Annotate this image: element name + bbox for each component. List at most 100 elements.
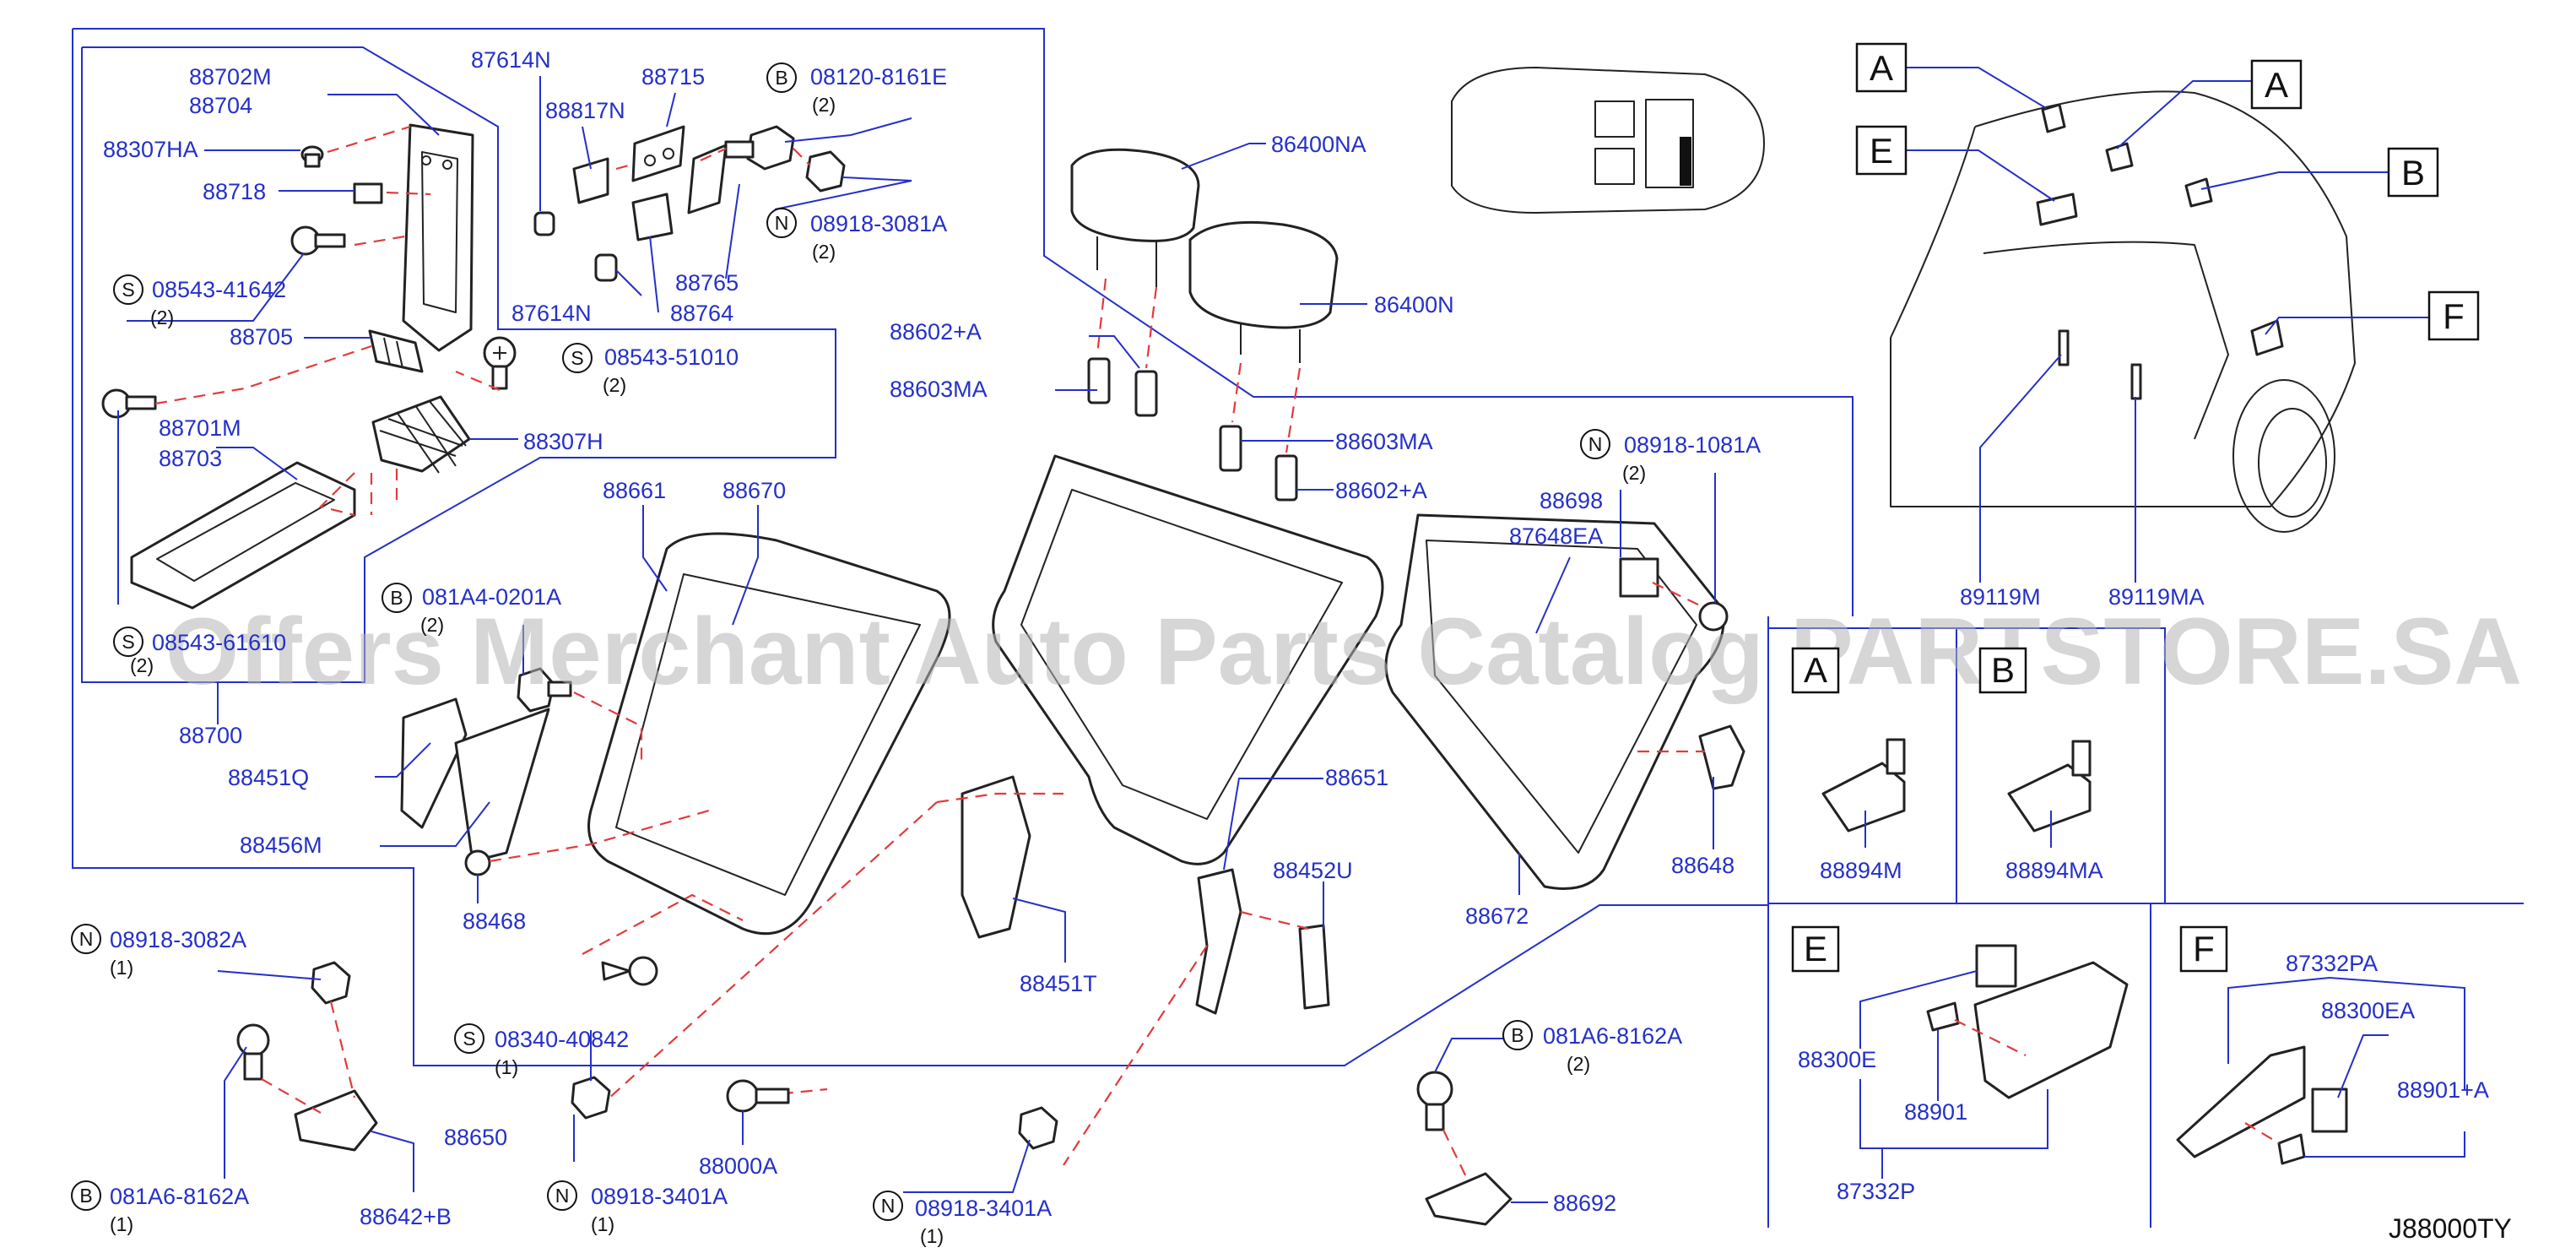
label-88602A-left[interactable]: 88602+A xyxy=(890,319,982,344)
label-89119M[interactable]: 89119M xyxy=(1960,584,2041,610)
label-08340-40842[interactable]: 08340-40842 xyxy=(495,1027,629,1052)
label-88692[interactable]: 88692 xyxy=(1553,1191,1616,1216)
label-081A6-8162A-left[interactable]: 081A6-8162A xyxy=(110,1184,249,1209)
clip-F-icon xyxy=(2250,319,2284,356)
label-88452U[interactable]: 88452U xyxy=(1273,858,1353,883)
label-88307HA[interactable]: 88307HA xyxy=(103,137,198,162)
label-88603MA-left[interactable]: 88603MA xyxy=(890,377,988,402)
label-081A6-8162A-right[interactable]: 081A6-8162A xyxy=(1543,1023,1682,1049)
label-88764[interactable]: 88764 xyxy=(670,301,733,326)
label-88701M[interactable]: 88701M xyxy=(159,415,241,441)
label-08543-51010[interactable]: 08543-51010 xyxy=(604,344,739,370)
label-88704[interactable]: 88704 xyxy=(189,93,252,118)
label-08543-61610[interactable]: 08543-61610 xyxy=(152,630,286,655)
label-88715[interactable]: 88715 xyxy=(641,64,705,90)
label-88894M[interactable]: 88894M xyxy=(1820,858,1902,883)
callout-boxes: A A E B F A B E F xyxy=(1791,42,2480,973)
leader xyxy=(615,269,642,296)
net-mesh xyxy=(379,399,467,474)
qty-08918-3401A-mid: (1) xyxy=(920,1225,944,1247)
label-88603MA-right[interactable]: 88603MA xyxy=(1335,429,1433,454)
label-88642B[interactable]: 88642+B xyxy=(360,1204,452,1229)
label-88894MA[interactable]: 88894MA xyxy=(2005,858,2103,883)
label-89119MA[interactable]: 89119MA xyxy=(2108,584,2205,610)
label-88300E[interactable]: 88300E xyxy=(1798,1047,1876,1072)
label-08918-3401A-left[interactable]: 08918-3401A xyxy=(591,1184,728,1209)
qty-081A6-8162A-right: (2) xyxy=(1567,1053,1590,1075)
label-87648EA[interactable]: 87648EA xyxy=(1509,523,1603,549)
label-88703[interactable]: 88703 xyxy=(159,446,222,471)
inset-letter-e: E xyxy=(1804,929,1827,968)
callout-box-a xyxy=(1855,42,1908,93)
b-prefix-letter: B xyxy=(775,67,787,89)
label-88672[interactable]: 88672 xyxy=(1465,903,1529,929)
label-88901A[interactable]: 88901+A xyxy=(2397,1077,2489,1103)
leader xyxy=(903,1139,1031,1193)
label-88300EA[interactable]: 88300EA xyxy=(2321,998,2415,1023)
label-88702M[interactable]: 88702M xyxy=(189,64,272,90)
label-88307H[interactable]: 88307H xyxy=(523,429,603,454)
label-88817N[interactable]: 88817N xyxy=(545,98,625,123)
label-08918-3081A[interactable]: 08918-3081A xyxy=(810,211,947,236)
leader xyxy=(380,801,490,847)
n-prefix-letter: N xyxy=(79,928,94,950)
nut-08918-3401A-icon xyxy=(571,1076,611,1120)
hidden-line xyxy=(615,162,636,171)
label-88700[interactable]: 88700 xyxy=(179,723,242,748)
wheel-arch xyxy=(2232,379,2335,533)
bracket-88764 xyxy=(631,193,674,241)
label-081A4-0201A[interactable]: 081A4-0201A xyxy=(422,584,561,610)
n-prefix-icon xyxy=(1580,429,1610,459)
qty-081A4-0201A: (2) xyxy=(420,614,444,636)
label-86400N[interactable]: 86400N xyxy=(1374,292,1454,317)
label-88651[interactable]: 88651 xyxy=(1325,765,1388,790)
label-08918-3082A[interactable]: 08918-3082A xyxy=(110,927,246,952)
label-87332PA[interactable]: 87332PA xyxy=(2286,951,2378,976)
label-88705[interactable]: 88705 xyxy=(230,324,293,350)
inset-box-e xyxy=(1791,925,1840,973)
leader xyxy=(1089,335,1140,369)
label-88648[interactable]: 88648 xyxy=(1671,853,1734,878)
label-88650[interactable]: 88650 xyxy=(444,1125,507,1150)
label-88765[interactable]: 88765 xyxy=(675,270,739,296)
label-88698[interactable]: 88698 xyxy=(1540,488,1603,513)
leader xyxy=(216,447,298,480)
hidden-line xyxy=(590,801,938,1115)
label-08918-3401A-mid[interactable]: 08918-3401A xyxy=(915,1196,1052,1221)
callout-box-e xyxy=(1855,125,1908,176)
label-88901[interactable]: 88901 xyxy=(1904,1099,1967,1125)
label-88451Q[interactable]: 88451Q xyxy=(228,765,309,790)
leader xyxy=(582,126,592,170)
label-87614N-top[interactable]: 87614N xyxy=(471,47,551,73)
bracket-88300E xyxy=(1973,961,2129,1099)
label-88670[interactable]: 88670 xyxy=(722,478,786,503)
s-prefix-letter: S xyxy=(122,631,134,653)
label-08120-8161E[interactable]: 08120-8161E xyxy=(810,64,947,90)
hidden-line xyxy=(318,472,355,517)
label-88661[interactable]: 88661 xyxy=(603,478,666,503)
leader xyxy=(1012,898,1066,963)
label-88602A-right[interactable]: 88602+A xyxy=(1335,478,1427,503)
label-87614N-bot[interactable]: 87614N xyxy=(511,301,592,326)
headrest-guide-icon xyxy=(1274,454,1298,502)
label-87332P[interactable]: 87332P xyxy=(1837,1179,1915,1204)
label-88456M[interactable]: 88456M xyxy=(240,833,322,858)
part-labels: 88702M 88704 88307HA 88718 08543-41642 (… xyxy=(103,47,2489,1247)
hidden-line xyxy=(573,692,643,760)
label-88000A[interactable]: 88000A xyxy=(699,1153,777,1179)
leader xyxy=(1859,1079,2048,1149)
label-86400NA[interactable]: 86400NA xyxy=(1271,132,1366,157)
latch-icon xyxy=(353,182,383,204)
label-08543-41642[interactable]: 08543-41642 xyxy=(152,277,286,302)
grommet-icon xyxy=(533,211,555,236)
callout-letter-b: B xyxy=(2401,153,2425,193)
label-88451T[interactable]: 88451T xyxy=(1020,971,1097,996)
s-prefix-icon xyxy=(113,626,143,657)
leader xyxy=(666,92,676,127)
bracket-hole-icon xyxy=(663,148,674,160)
label-88468[interactable]: 88468 xyxy=(463,909,526,934)
qty-08543-51010: (2) xyxy=(603,374,626,396)
bolt-88000A-head-icon xyxy=(726,1079,760,1113)
label-08918-1081A[interactable]: 08918-1081A xyxy=(1624,432,1761,458)
label-88718[interactable]: 88718 xyxy=(203,179,266,204)
